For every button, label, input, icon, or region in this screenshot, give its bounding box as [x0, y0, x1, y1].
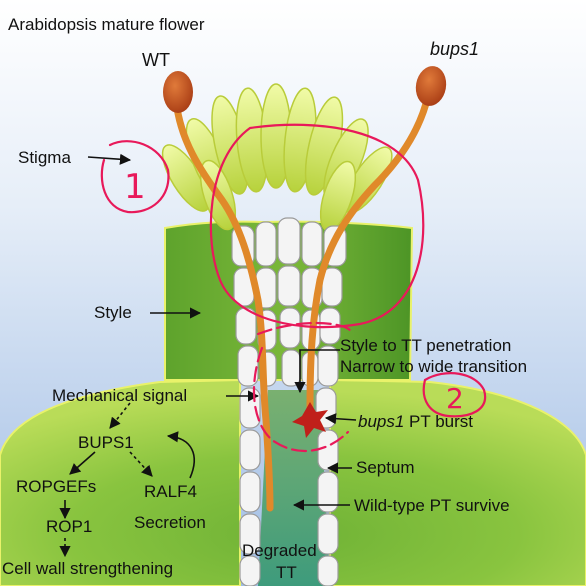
ropgefs-node: ROPGEFs [16, 477, 96, 496]
pt-burst-gene: bups1 [358, 412, 404, 431]
label-arrows [87, 153, 357, 511]
annotation-arc-transition [252, 346, 350, 453]
annotation-number-one: 1 [124, 167, 146, 207]
ralf4-node: RALF4 [144, 482, 197, 501]
degraded-label-1: Degraded [242, 541, 317, 560]
rop1-node: ROP1 [46, 517, 92, 536]
stigma-papillae [161, 83, 393, 232]
annotation-circle-stigma [100, 140, 170, 214]
annotation-marks [100, 123, 487, 453]
mechanical-signal-label: Mechanical signal [52, 386, 187, 405]
pt-burst-label: bups1 PT burst [358, 412, 473, 431]
degraded-label-2: TT [276, 563, 297, 582]
bups1-pollen-grain [415, 66, 447, 106]
cell-wall-node: Cell wall strengthening [2, 559, 173, 578]
wt-label: WT [142, 50, 170, 70]
pathway-arrows [59, 402, 195, 558]
survive-label: Wild-type PT survive [354, 496, 510, 515]
transition-label: Narrow to wide transition [340, 357, 527, 376]
bups1-node: BUPS1 [78, 433, 134, 452]
penetration-label: Style to TT penetration [340, 336, 511, 355]
annotation-circle-two [422, 372, 487, 418]
pt-burst-icon [292, 402, 328, 438]
transmitting-tract [258, 390, 330, 586]
secretion-node: Secretion [134, 513, 206, 532]
wt-pollen-tube [172, 96, 274, 512]
annotation-circle-papillae [209, 123, 425, 329]
stigma-label: Stigma [18, 148, 71, 167]
diagram-title: Arabidopsis mature flower [8, 15, 205, 34]
annotation-arc-left [256, 321, 352, 336]
wt-pollen-grain [163, 71, 193, 113]
septum-label: Septum [356, 458, 415, 477]
bups1-pollen-tube [306, 92, 432, 412]
style-label: Style [94, 303, 132, 322]
pt-burst-text: PT burst [404, 412, 473, 431]
bups1-label: bups1 [430, 39, 479, 59]
annotation-number-two: 2 [446, 382, 464, 415]
